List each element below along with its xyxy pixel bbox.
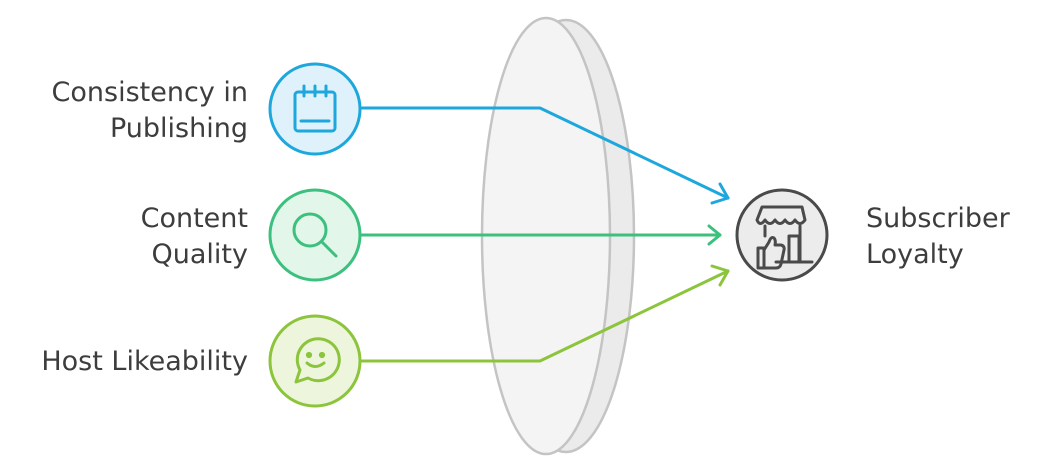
magnifier-icon [292, 212, 338, 258]
quality-label: Content Quality [140, 203, 248, 270]
connectors [360, 106, 730, 363]
loyalty-label: Subscriber Loyalty [866, 203, 1010, 270]
consistency-node [268, 62, 362, 156]
loyalty-node [735, 188, 829, 282]
quality-arrow [360, 224, 722, 246]
likeability-arrow [360, 264, 730, 363]
storefront-thumbs-up-icon [755, 205, 814, 270]
smiling-speech-bubble-icon [294, 337, 341, 384]
consistency-arrow [360, 106, 730, 205]
consistency-label: Consistency in Publishing [51, 77, 248, 144]
likeability-node [268, 314, 362, 408]
calendar-icon [293, 84, 337, 133]
quality-node [268, 188, 362, 282]
likeability-label: Host Likeability [41, 346, 248, 377]
